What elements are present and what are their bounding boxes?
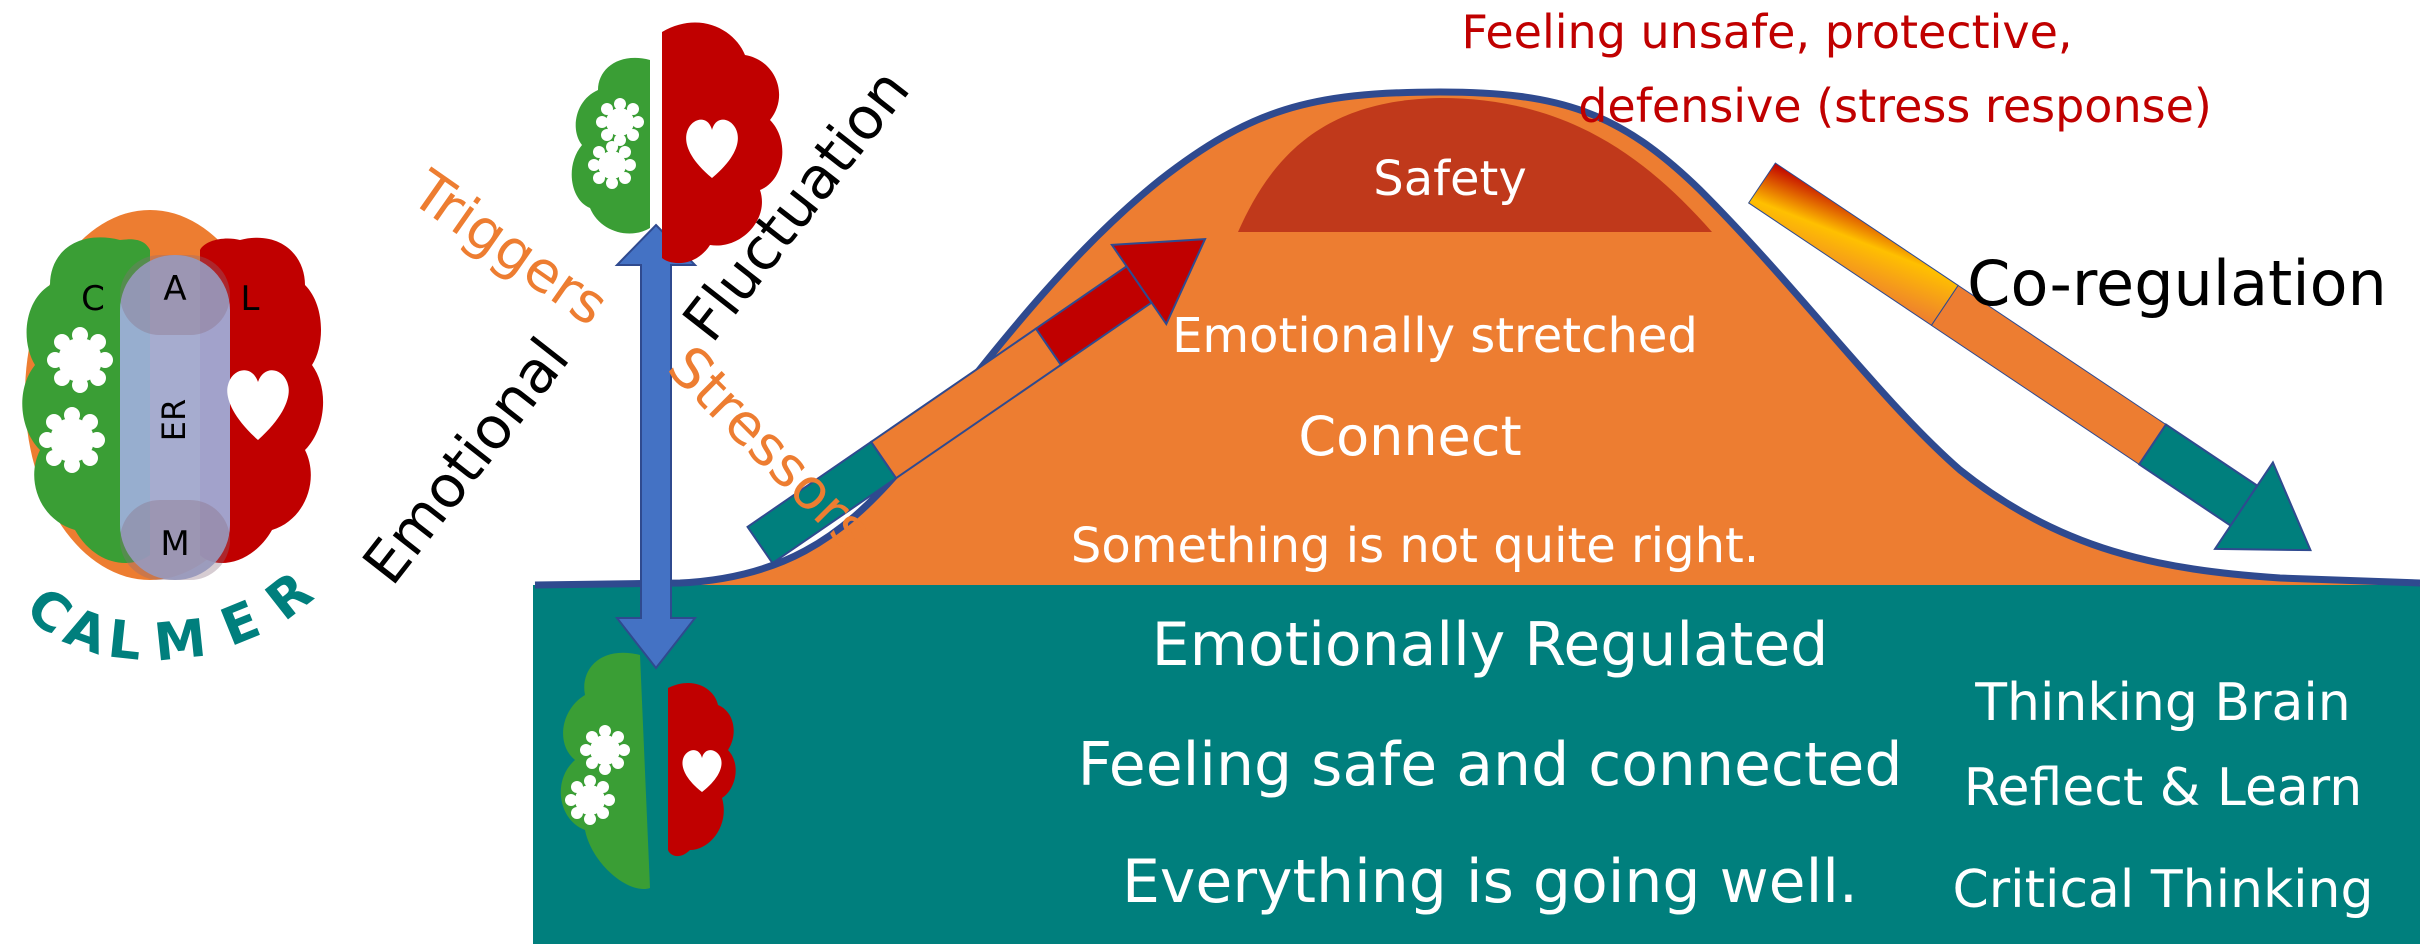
heart-icon: [686, 119, 738, 178]
calmer-letter-m: M: [160, 524, 189, 564]
calmer-letter-a: A: [163, 269, 186, 309]
calm-brain-icon: [560, 652, 736, 890]
co-regulation-label: Co-regulation: [1967, 247, 2387, 320]
calmer-letter-l: L: [241, 279, 260, 319]
gear-icon: [588, 141, 636, 189]
reflect-learn-label: Reflect & Learn: [1964, 758, 2362, 818]
emotional-label: Emotional: [349, 325, 582, 596]
stress-response-line1: Feeling unsafe, protective,: [1461, 5, 2072, 59]
calmer-arc-letter: E: [213, 590, 268, 659]
safety-label: Safety: [1373, 151, 1527, 207]
gear-icon: [580, 725, 630, 775]
co-regulation-arrow: [1747, 162, 2312, 552]
calmer-arc-letter: R: [255, 561, 323, 633]
regulated-line3: Everything is going well.: [1122, 847, 1858, 917]
gear-icon: [39, 407, 105, 473]
emotionally-stretched-label: Emotionally stretched: [1172, 308, 1698, 364]
calmer-arc-letter: M: [151, 609, 209, 674]
critical-thinking-label: Critical Thinking: [1952, 860, 2373, 920]
safety-peak-zone: [1238, 98, 1712, 232]
ascending-stress-arrow: [746, 238, 1207, 565]
thinking-brain-label: Thinking Brain: [1974, 673, 2351, 733]
calmer-arc-letter: L: [105, 610, 144, 673]
gear-icon: [565, 775, 615, 825]
gear-icon: [47, 327, 113, 393]
calmer-letter-er: ER: [155, 399, 193, 441]
stress-response-line2: defensive (stress response): [1578, 79, 2212, 133]
stressed-brain-icon: [571, 22, 783, 264]
heart-icon: [227, 370, 289, 440]
calmer-logo: C A L ER M C A L M E R: [15, 210, 324, 674]
emotional-fluctuation-arrow: [614, 223, 698, 670]
regulated-line2: Feeling safe and connected: [1078, 730, 1903, 800]
gear-icon: [596, 98, 644, 146]
calmer-green-lobe: [22, 237, 151, 563]
calmer-letter-c: C: [81, 279, 105, 319]
regulated-line1: Emotionally Regulated: [1152, 610, 1829, 680]
not-quite-right-label: Something is not quite right.: [1071, 518, 1759, 574]
regulated-zone: [533, 585, 2420, 944]
connect-label: Connect: [1298, 405, 1521, 468]
calmer-er-center: [120, 255, 230, 580]
heart-icon: [682, 750, 722, 792]
